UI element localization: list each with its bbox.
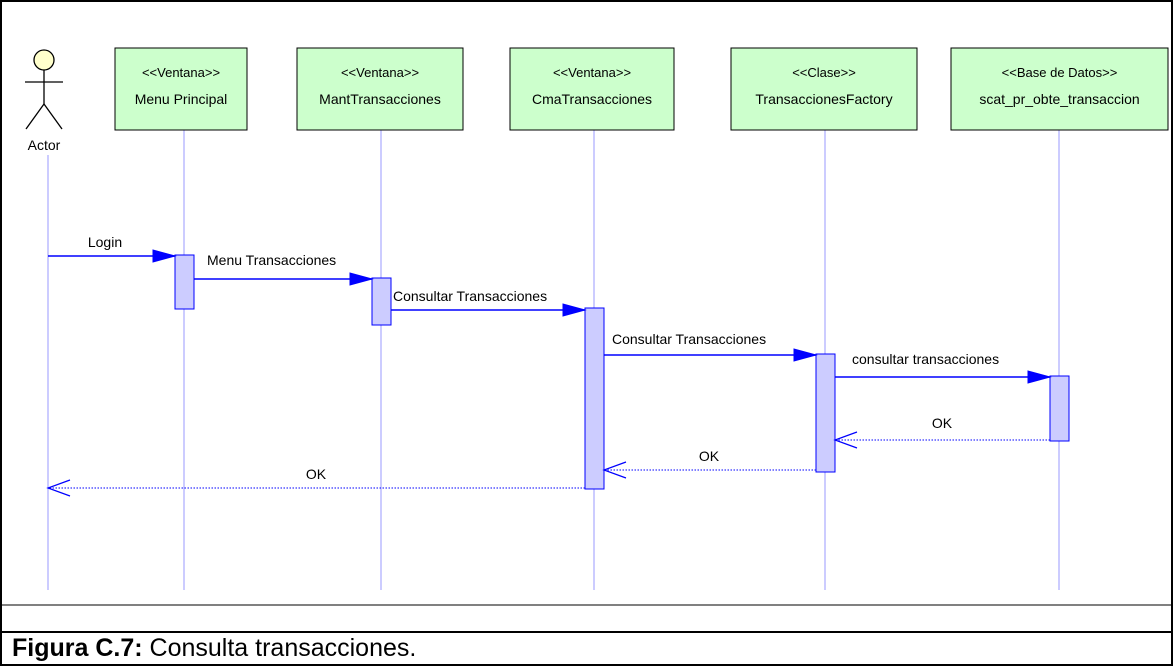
message-arrowhead-7 [602, 461, 627, 479]
actor-head [33, 49, 55, 71]
participant-stereotype-cma: <<Ventana>> [553, 65, 631, 80]
participant-name-mant: MantTransacciones [319, 91, 441, 107]
message-arrowhead-4 [793, 348, 818, 362]
activation-factory [815, 353, 836, 473]
message-label-1: Login [88, 234, 122, 250]
participant-name-factory: TransaccionesFactory [755, 91, 892, 107]
message-arrowhead-8 [46, 479, 71, 497]
caption-label: Figura C.7: [12, 634, 143, 662]
activation-cma [584, 307, 605, 490]
message-label-3: Consultar Transacciones [393, 288, 547, 304]
message-arrowhead-2 [349, 272, 374, 286]
participant-stereotype-menu: <<Ventana>> [142, 65, 220, 80]
message-label-7: OK [699, 448, 720, 464]
message-label-8: OK [306, 466, 327, 482]
message-arrowhead-6 [833, 431, 858, 449]
participant-name-db: scat_pr_obte_transaccion [979, 91, 1139, 107]
figure-caption: Figura C.7: Consulta transacciones. [12, 631, 416, 665]
participant-stereotype-db: <<Base de Datos>> [1002, 65, 1118, 80]
message-arrowhead-5 [1027, 370, 1052, 384]
message-arrowhead-3 [562, 303, 587, 317]
message-arrowhead-1 [152, 249, 177, 263]
activation-menu [174, 254, 195, 310]
participant-box-menu [114, 47, 248, 131]
participant-name-cma: CmaTransacciones [532, 91, 652, 107]
participant-box-mant [296, 47, 464, 131]
participant-name-menu: Menu Principal [135, 91, 228, 107]
actor-right-leg [43, 103, 63, 130]
actor-left-leg [25, 103, 45, 130]
participant-box-db [950, 47, 1169, 131]
activation-db [1049, 375, 1070, 442]
participant-stereotype-mant: <<Ventana>> [341, 65, 419, 80]
message-label-6: OK [932, 415, 953, 431]
message-label-4: Consultar Transacciones [612, 331, 766, 347]
message-label-5: consultar transacciones [852, 351, 999, 367]
participant-stereotype-factory: <<Clase>> [792, 65, 856, 80]
caption-text: Consulta transacciones. [149, 634, 417, 662]
message-label-2: Menu Transacciones [207, 252, 336, 268]
participant-box-cma [509, 47, 675, 131]
activation-mant [371, 277, 392, 326]
participant-box-factory [730, 47, 918, 131]
actor-label: Actor [28, 137, 61, 153]
